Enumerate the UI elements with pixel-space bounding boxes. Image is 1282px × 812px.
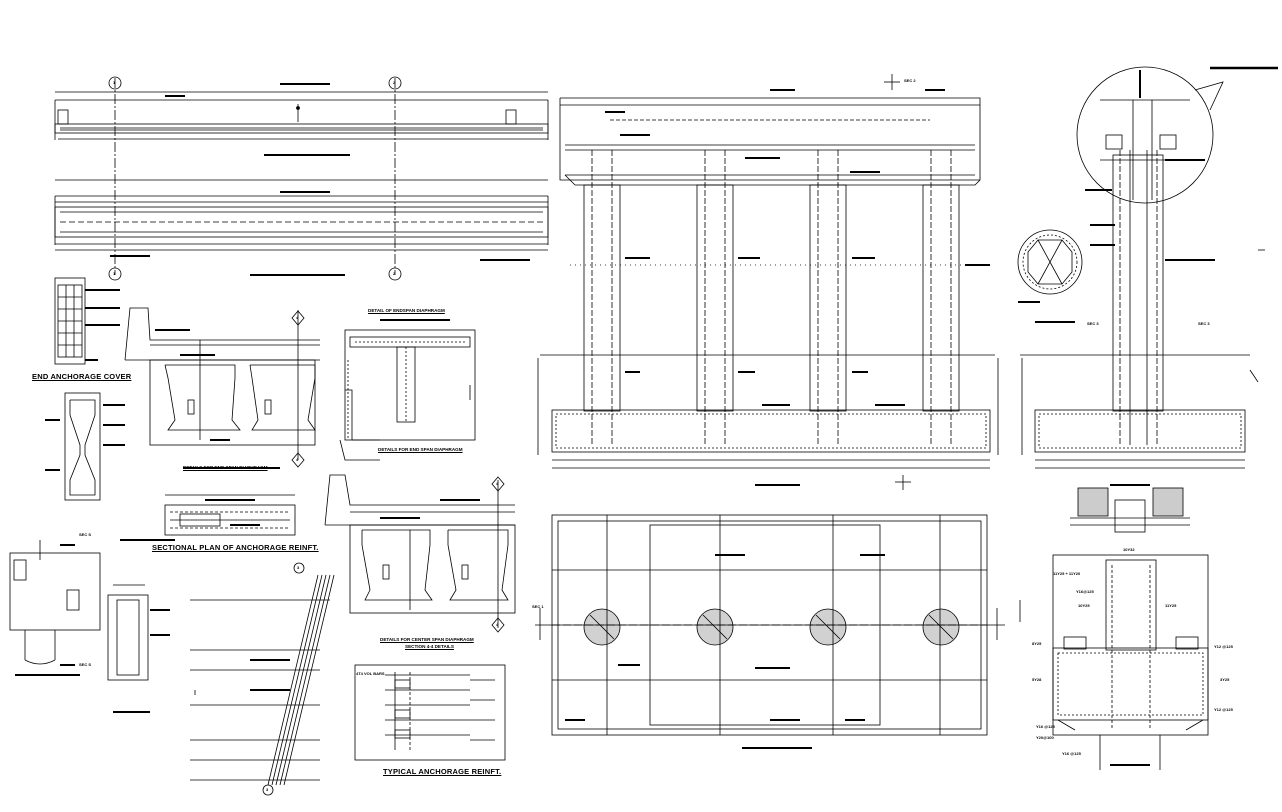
marker-4-a: 4: [296, 315, 299, 320]
bearing-callout-circle: [1076, 66, 1224, 204]
sec-1-label: SEC 1: [532, 604, 544, 609]
sec-s-label-bottom: SEC S: [79, 662, 92, 667]
marker-4-c: 4: [496, 481, 499, 486]
marker-4-d: 4: [496, 622, 499, 627]
marker-1-top: 1: [113, 80, 116, 85]
bearing-pedestal-detail: [1070, 484, 1190, 533]
section-marker: [108, 76, 402, 281]
marker-3-b: 3: [266, 787, 269, 792]
pier-side-section: [1020, 66, 1278, 469]
rebar-note: 11Y25 + 11Y20: [1053, 571, 1081, 576]
anchorage-plate-section: [45, 392, 125, 501]
section-marker: [491, 476, 505, 633]
end-anchorage-cover: [54, 277, 120, 365]
rebar-note: 3Y25: [1220, 677, 1230, 682]
rebar-note: 8Y25: [1032, 641, 1042, 646]
pier-elevation: [537, 74, 999, 490]
rebar-note: Y16 @125: [1062, 751, 1081, 756]
sectional-plan-title: SECTIONAL PLAN OF ANCHORAGE REINFT.: [152, 543, 319, 552]
sec-3-label-b: SEC 3: [1198, 321, 1210, 326]
typical-anchorage-title: TYPICAL ANCHORAGE REINFT.: [383, 767, 502, 776]
endspan-diaphragm-left-title: DETAILS FOR END SPAN DIAPHRAGM: [183, 465, 268, 470]
marker-3-a: 3: [297, 565, 300, 570]
sec-3-label: SEC 3: [1087, 321, 1099, 326]
marker-2-top: 2: [393, 80, 396, 85]
anchorage-sectional-plan: [120, 494, 296, 541]
pier-cap-detail-small: [9, 540, 101, 676]
sec-2-label: SEC 2: [904, 78, 916, 83]
rebar-note: 10Y32: [1123, 547, 1135, 552]
end-span-box-girder: [124, 307, 320, 469]
endspan-diaphragm-detail-title: DETAIL OF ENDSPAN DIAPHRAGM: [368, 308, 445, 313]
rebar-note: 5Y28: [1032, 677, 1042, 682]
column-circular-section: [1017, 229, 1083, 303]
marker-1-bottom: 1: [113, 271, 116, 276]
rebar-note: Y16@125: [1076, 589, 1094, 594]
endspan-diaphragm-detail: [339, 319, 476, 461]
sec-s-label: SEC S: [79, 532, 92, 537]
rebar-note: Y16 @125: [1036, 724, 1055, 729]
centerspan-diaphragm-title: DETAILS FOR CENTER SPAN DIAPHRAGM: [380, 637, 474, 642]
rebar-note: 11Y25: [1165, 603, 1177, 608]
marker-4-b: 4: [296, 457, 299, 462]
pier-cap-reinforcement: [1019, 554, 1209, 770]
section-44-title: SECTION 4-4 DETAILS: [405, 644, 454, 649]
rebar-note: Y12 @125: [1214, 644, 1233, 649]
endspan-diaphragm-right-title: DETAILS FOR END SPAN DIAPHRAGM: [378, 447, 463, 452]
marker-2-bottom: 2: [393, 271, 396, 276]
rebar-note: Y12 @125: [1214, 707, 1233, 712]
end-anchorage-cover-title: END ANCHORAGE COVER: [32, 372, 132, 381]
beam-section-small: [107, 584, 170, 713]
center-span-box-girder: [324, 474, 516, 614]
rebar-note: 10Y25: [1078, 603, 1090, 608]
girder-plan: [54, 179, 549, 276]
bar-callout: 4T4 VOL BARS: [356, 671, 385, 676]
foundation-plan: [535, 514, 1005, 749]
girder-elevation: [54, 83, 549, 156]
tendon-profile-detail: [190, 562, 335, 796]
typical-anchorage-reinft: [354, 664, 506, 761]
rebar-note: Y20@100: [1036, 735, 1054, 740]
section-marker: [291, 310, 305, 468]
